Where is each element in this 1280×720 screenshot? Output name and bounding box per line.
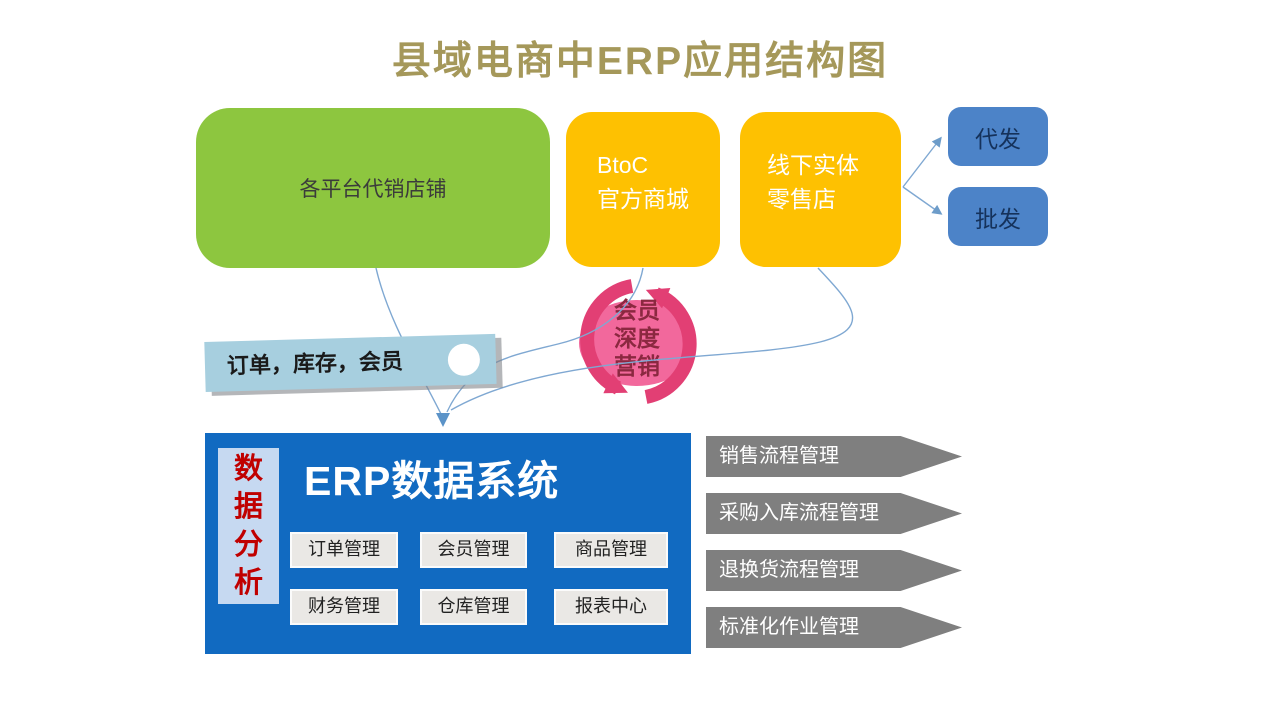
wholesale-box: 批发	[948, 187, 1048, 246]
member-marketing-cycle: 会员 深度 营销	[566, 276, 708, 410]
erp-arrowhead-icon	[436, 413, 450, 427]
module-order-management: 订单管理	[290, 532, 398, 568]
btoc-mall-box: BtoC 官方商城	[566, 112, 720, 267]
process-banner-standardization: 标准化作业管理	[706, 607, 962, 648]
consignment-shops-box: 各平台代销店铺	[196, 108, 550, 268]
tag-label: 订单，库存，会员	[226, 348, 404, 379]
module-member-management: 会员管理	[420, 532, 527, 568]
data-analysis-label: 数据分析	[233, 453, 263, 599]
consignment-shops-label: 各平台代销店铺	[299, 178, 447, 201]
cycle-label-line2: 深度	[614, 325, 661, 351]
cycle-label-line1: 会员	[614, 297, 660, 323]
dropship-label: 代发	[975, 125, 1021, 152]
cycle-label-line3: 营销	[614, 353, 660, 379]
offline-retail-box: 线下实体 零售店	[740, 112, 901, 267]
wholesale-label: 批发	[975, 205, 1021, 232]
process-banner-sales: 销售流程管理	[706, 436, 962, 477]
cycle-graphic: 会员 深度 营销	[579, 279, 697, 404]
module-report-center: 报表中心	[554, 589, 668, 625]
process-banner-returns: 退换货流程管理	[706, 550, 962, 591]
offline-label-line1: 线下实体	[767, 152, 859, 178]
data-analysis-sidebar: 数据分析	[218, 448, 279, 604]
module-warehouse-management: 仓库管理	[420, 589, 527, 625]
module-product-management: 商品管理	[554, 532, 668, 568]
process-banner-purchase-inbound: 采购入库流程管理	[706, 493, 962, 534]
dropship-box: 代发	[948, 107, 1048, 166]
btoc-label-line2: 官方商城	[597, 186, 689, 212]
tag-hole-icon	[447, 343, 481, 377]
module-finance-management: 财务管理	[290, 589, 398, 625]
erp-title: ERP数据系统	[304, 458, 560, 504]
connector-offline-to-dropship	[902, 136, 942, 188]
connector-offline-to-wholesale	[902, 186, 943, 215]
order-inventory-member-tag: 订单，库存，会员	[204, 333, 497, 392]
offline-label-line2: 零售店	[767, 186, 836, 212]
diagram-title: 县域电商中ERP应用结构图	[391, 40, 889, 83]
btoc-label-line1: BtoC	[597, 152, 649, 178]
erp-system-box: 数据分析 ERP数据系统 订单管理 会员管理 商品管理 财务管理 仓库管理 报表…	[205, 433, 691, 654]
